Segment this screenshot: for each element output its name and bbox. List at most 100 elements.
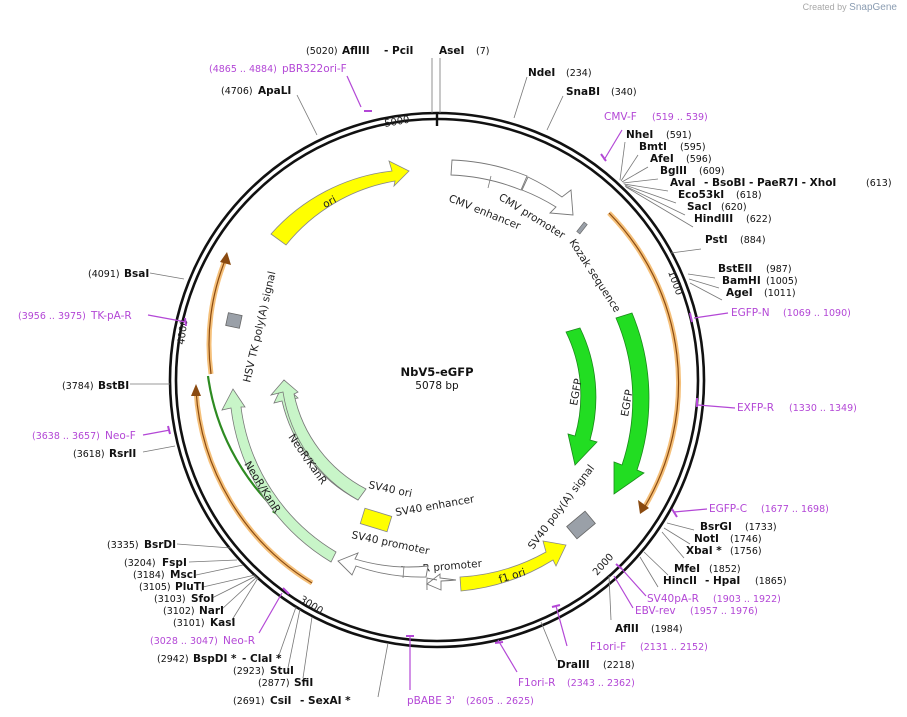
site-pos: (3335) [107,540,139,551]
site-name: PstI [705,234,728,246]
site-pos: (613) [866,178,892,189]
hsv-tk-label: HSV TK poly(A) signal [241,270,278,384]
site-pos: (3784) [62,381,94,392]
primer-pos: (3028 .. 3047) [150,636,218,647]
orf-arc-right-core [608,212,680,509]
site-name: NarI [199,605,224,617]
site-name: XbaI * [686,545,722,557]
site-name: NdeI [528,67,555,79]
site-pos: (620) [721,202,747,213]
site-name: SnaBI [566,86,600,98]
site-name: KasI [210,617,235,629]
tick-4000: 4000 [176,319,190,346]
primer-name: Neo-R [223,635,255,647]
site-pos: (1005) [766,276,798,287]
tick-3000: 3000 [297,594,324,617]
primer-pos: (3638 .. 3657) [32,431,100,442]
site-pos: (596) [686,154,712,165]
primer-name: SV40pA-R [647,593,699,605]
primer-pos: (1330 .. 1349) [789,403,857,414]
cmv-enhancer-tick [487,175,492,189]
site-name: SfoI [191,593,214,605]
egfp-outer-arrow [613,312,650,495]
site-name: AvaI [670,177,696,189]
primer-pos: (1957 .. 1976) [690,606,758,617]
site-pos: (3204) [124,558,156,569]
site-name: BmtI [639,141,667,153]
site-pos: (4091) [88,269,120,280]
sv40-polya-box [566,510,596,540]
primer-leaders [142,75,736,690]
site-pos: (3101) [173,618,205,629]
egfp-inner-arrow [565,327,598,466]
site-name: AseI [439,45,464,57]
site-name: SfiI [294,677,313,689]
site-name: AgeI [726,287,753,299]
site-pos: (1852) [709,564,741,575]
site-name: SacI [687,201,712,213]
site-pos: (622) [746,214,772,225]
site-name: AflIII [342,45,370,57]
site-name: BsrGI [700,521,732,533]
sv40-promoter-tick [402,565,405,579]
neo-inner-arrow [269,379,367,501]
site-name-extra: - PciI [384,45,413,57]
site-name: BspDI * [193,653,237,665]
primer-pos: (1677 .. 1698) [761,504,829,515]
orf-arc-right-arrowhead [638,500,649,514]
ampr-promoter-arrow [426,573,457,591]
site-name: BstEII [718,263,752,275]
site-name-extra: - HpaI [705,575,740,587]
site-name: NheI [626,129,653,141]
site-name: BamHI [722,275,761,287]
primer-name: EXFP-R [737,402,774,414]
primer-name: pBR322ori-F [282,63,347,75]
site-pos: (609) [699,166,725,177]
site-name: MscI [170,569,197,581]
site-pos: (1733) [745,522,777,533]
primer-pos: (1903 .. 1922) [713,594,781,605]
f1-ori-label: f1 ori [497,566,527,585]
site-pos: (3618) [73,449,105,460]
neo-outer-label: NeoR/KanR [241,459,282,515]
primer-name: CMV-F [604,111,637,123]
ori-label: ori [321,194,339,211]
site-pos: (1984) [651,624,683,635]
site-leaders [130,58,723,698]
site-name: AfeI [650,153,674,165]
orf-arc-left-upper-core [208,257,227,375]
neo-outer-arrow [221,388,337,563]
primer-name: F1ori-R [518,677,555,689]
primer-name: EGFP-N [731,307,770,319]
sv40-ori-label: SV40 ori [367,479,413,500]
orf-arc-left-lower-arrowhead [191,384,201,396]
site-pos: (3105) [139,582,171,593]
site-name: PluTI [175,581,205,593]
site-name: BsrDI [144,539,176,551]
site-pos: (2923) [233,666,265,677]
site-name: DraIII [557,659,590,671]
site-pos: (340) [611,87,637,98]
plasmid-name: NbV5-eGFP [400,365,473,379]
kozak-label: Kozak sequence [566,237,622,315]
primer-name: Neo-F [105,430,136,442]
site-name-extra: - SexAI * [300,695,351,707]
site-pos: (618) [736,190,762,201]
primer-pos: (1069 .. 1090) [783,308,851,319]
site-pos: (3102) [163,606,195,617]
plasmid-length: 5078 bp [415,380,459,392]
site-name: HindIII [694,213,733,225]
site-name: ApaLI [258,85,291,97]
primer-pos: (2343 .. 2362) [567,678,635,689]
ampr-promoter-box [426,577,438,591]
cmv-enhancer-box [450,159,528,191]
tick-5000: 5000 [384,115,411,130]
hsv-tk-box [225,312,243,329]
site-name: Eco53kI [678,189,724,201]
site-pos: (2691) [233,696,265,707]
site-name: BstBI [98,380,129,392]
site-name: StuI [270,665,294,677]
primer-pos: (3956 .. 3975) [18,311,86,322]
site-name-extra: - ClaI * [242,653,282,665]
egfp-inner-label: EGFP [568,378,585,407]
